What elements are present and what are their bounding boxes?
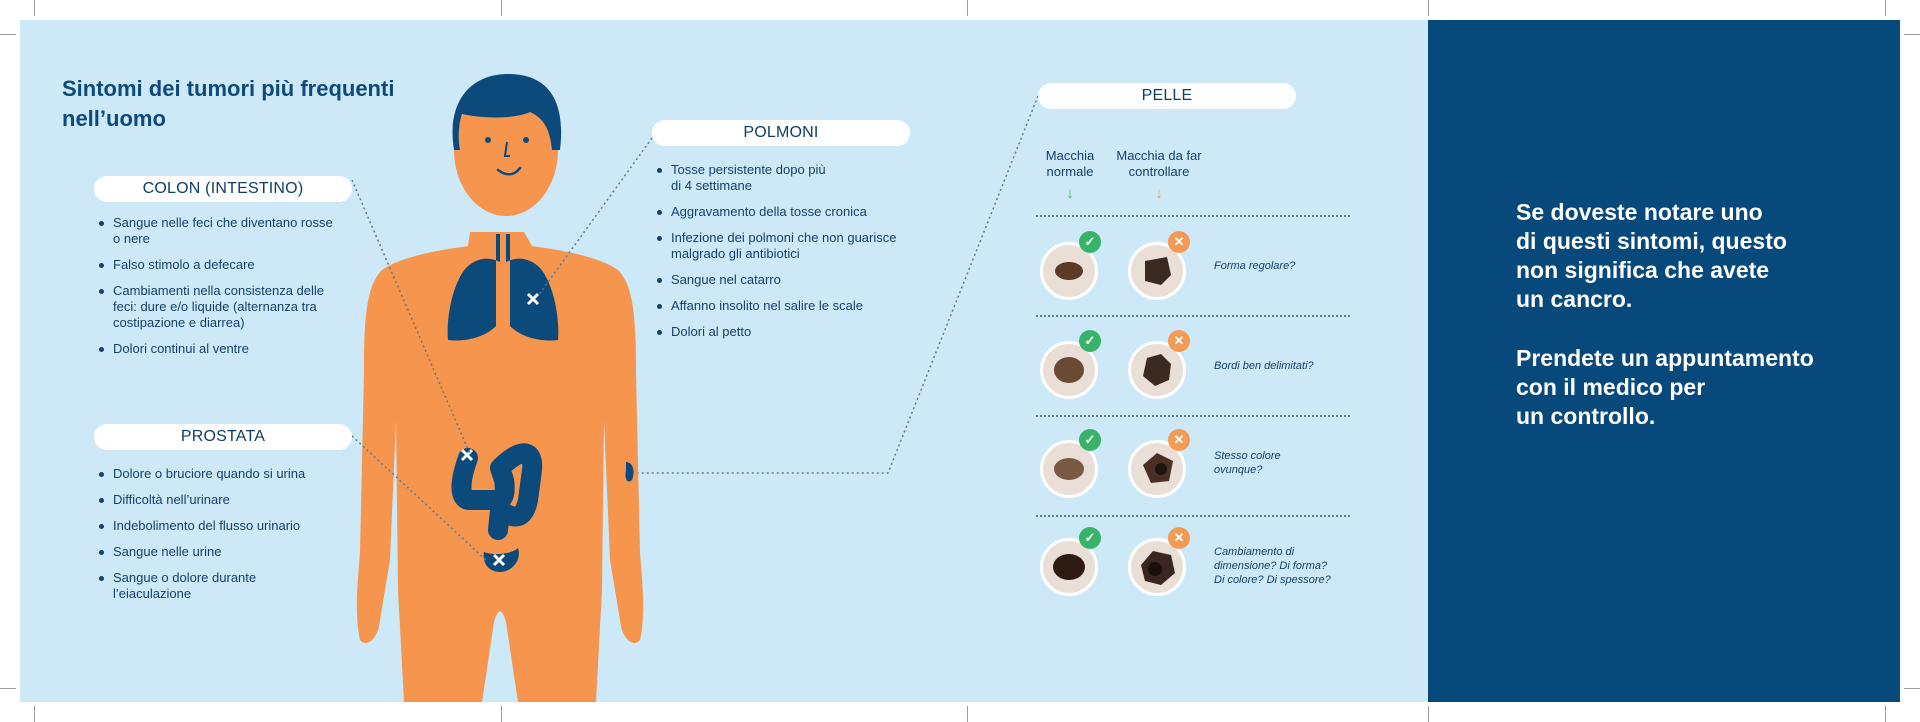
crop-mark bbox=[967, 0, 968, 16]
crop-mark bbox=[34, 0, 35, 16]
cross-icon: ✕ bbox=[1168, 527, 1190, 549]
list-item: Difficoltà nell’urinare bbox=[99, 492, 383, 508]
spot-question: Bordi ben delimitati? bbox=[1214, 360, 1314, 372]
suspicious-spot-image bbox=[1128, 341, 1186, 399]
divider bbox=[1036, 215, 1350, 217]
cross-icon: ✕ bbox=[1168, 330, 1190, 352]
arrow-down-icon: ↓ bbox=[1066, 185, 1074, 202]
normal-spot-heading: Macchia normale bbox=[1045, 148, 1095, 179]
divider bbox=[1036, 315, 1350, 317]
check-icon: ✓ bbox=[1079, 429, 1101, 451]
list-item: Indebolimento del flusso urinario bbox=[99, 518, 383, 534]
nose-icon bbox=[503, 141, 510, 157]
prostate-symptom-list: Dolore o bruciore quando si urina Diffic… bbox=[95, 466, 383, 612]
hair-icon bbox=[452, 74, 562, 150]
advice-message: Se doveste notare uno di questi sintomi,… bbox=[1516, 199, 1814, 429]
crop-mark bbox=[1428, 706, 1429, 722]
prostate-icon bbox=[483, 548, 519, 572]
list-item: Affanno insolito nel salire le scale bbox=[657, 298, 961, 314]
arrow-down-icon: ↓ bbox=[1155, 185, 1163, 202]
spot-question: Forma regolare? bbox=[1214, 260, 1296, 272]
list-item: Falso stimolo a defecare bbox=[99, 257, 383, 273]
crop-mark bbox=[967, 706, 968, 722]
list-item: Dolori continui al ventre bbox=[99, 341, 383, 357]
check-spot-heading: Macchia da far controllare bbox=[1116, 148, 1202, 179]
mouth-icon bbox=[496, 166, 522, 176]
message-panel bbox=[1428, 20, 1900, 702]
colon-icon bbox=[451, 443, 543, 540]
crop-mark bbox=[1904, 688, 1920, 689]
lungs-icon bbox=[447, 234, 559, 341]
crop-mark bbox=[34, 706, 35, 722]
eye-icon bbox=[523, 137, 529, 143]
crop-mark bbox=[1885, 706, 1886, 722]
cross-icon: ✕ bbox=[1168, 231, 1190, 253]
crop-mark bbox=[501, 0, 502, 16]
section-label-skin: PELLE bbox=[1038, 83, 1296, 109]
list-item: Dolore o bruciore quando si urina bbox=[99, 466, 383, 482]
check-icon: ✓ bbox=[1079, 330, 1101, 352]
page-title-line: Sintomi dei tumori più frequenti bbox=[62, 76, 395, 101]
crop-mark bbox=[1904, 34, 1920, 35]
list-item: Dolori al petto bbox=[657, 324, 961, 340]
divider bbox=[1036, 515, 1350, 517]
list-item: Aggravamento della tosse cronica bbox=[657, 204, 961, 220]
normal-spot-image bbox=[1040, 440, 1098, 498]
page-title: Sintomi dei tumori più frequenti nell’uo… bbox=[62, 74, 462, 134]
eye-icon bbox=[485, 137, 491, 143]
page-title-line: nell’uomo bbox=[62, 106, 166, 131]
list-item: Sangue nel catarro bbox=[657, 272, 961, 288]
crop-mark bbox=[0, 688, 16, 689]
check-icon: ✓ bbox=[1079, 527, 1101, 549]
list-item: Sangue nelle urine bbox=[99, 544, 383, 560]
crop-mark bbox=[1885, 0, 1886, 16]
divider bbox=[1036, 415, 1350, 417]
section-label-colon: COLON (INTESTINO) bbox=[94, 176, 352, 202]
crop-mark bbox=[1428, 0, 1429, 16]
skin-spot-icon bbox=[625, 462, 634, 482]
crop-mark bbox=[0, 34, 16, 35]
check-icon: ✓ bbox=[1079, 231, 1101, 253]
section-label-prostate: PROSTATA bbox=[94, 424, 352, 450]
crop-mark bbox=[501, 706, 502, 722]
section-label-lungs: POLMONI bbox=[652, 120, 910, 146]
cross-icon: ✕ bbox=[1168, 429, 1190, 451]
